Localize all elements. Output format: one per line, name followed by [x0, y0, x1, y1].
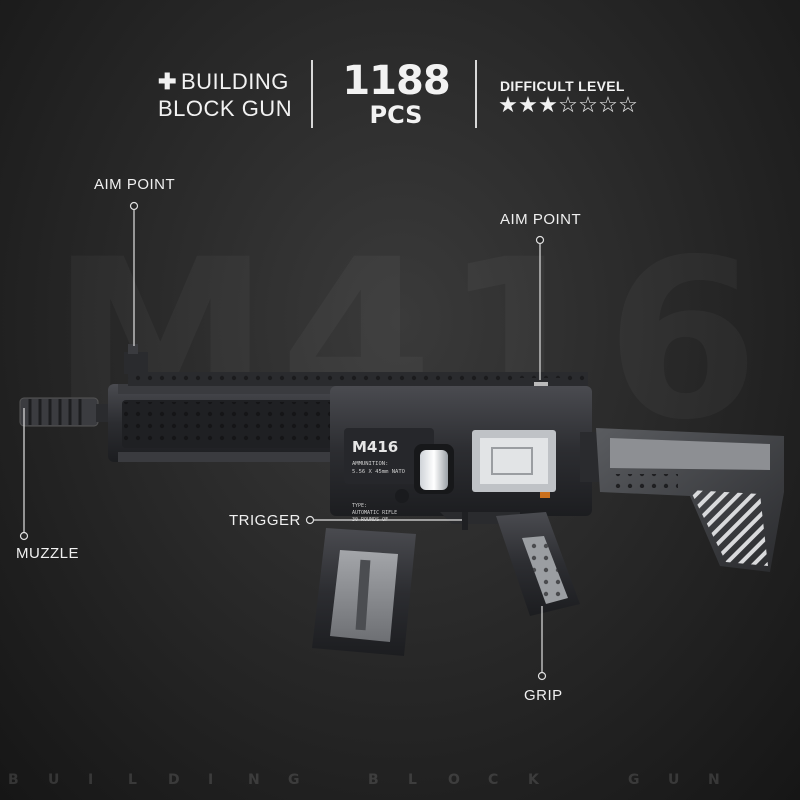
callout-trigger: TRIGGER — [229, 512, 301, 529]
divider-right — [475, 60, 477, 128]
bolt-carrier — [420, 450, 448, 490]
model-label: M416 — [352, 438, 398, 456]
footer-letter: O — [448, 772, 460, 788]
footer-letter: D — [168, 772, 180, 788]
plus-icon: ✚ — [158, 69, 177, 94]
footer-letter: N — [708, 772, 720, 788]
front-sight — [124, 344, 148, 374]
footer-letter: G — [628, 772, 640, 788]
star-empty-icon: ☆ — [598, 92, 618, 117]
callout-dot-grip — [537, 671, 547, 681]
gun-receiver: M416 AMMUNITION: 5.56 X 45mm NATO TYPE: … — [330, 386, 592, 523]
callout-dot-aim-front — [129, 201, 139, 211]
footer-letter: U — [48, 772, 60, 788]
star-empty-icon: ☆ — [578, 92, 598, 117]
gun-top-rail — [128, 372, 588, 386]
footer-letter: L — [408, 772, 417, 788]
type-line-2: AUTOMATIC RIFLE — [352, 510, 397, 516]
footer-letter: I — [88, 772, 94, 788]
star-filled-icon: ★ — [538, 92, 558, 117]
gun-stock — [580, 428, 784, 572]
gun-muzzle — [19, 397, 110, 427]
difficulty-label: DIFFICULT LEVEL — [500, 78, 625, 94]
footer-letter: B — [368, 772, 379, 788]
gun-magazine — [312, 528, 416, 656]
callout-dot-muzzle — [19, 531, 29, 541]
callout-aim-point-front: AIM POINT — [94, 176, 176, 193]
star-filled-icon: ★ — [498, 92, 518, 117]
title-line-2: BLOCK GUN — [158, 96, 293, 121]
header-banner: ✚BUILDING BLOCK GUN 1188 PCS DIFFICULT L… — [0, 0, 800, 140]
star-filled-icon: ★ — [518, 92, 538, 117]
footer-letter: L — [128, 772, 137, 788]
type-line-1: TYPE: — [352, 503, 367, 509]
footer-letter: I — [208, 772, 214, 788]
callout-dot-trigger — [305, 515, 315, 525]
footer-letter: G — [288, 772, 300, 788]
product-title: ✚BUILDING BLOCK GUN — [158, 68, 292, 122]
gun-handguard — [108, 384, 348, 462]
footer-letter: U — [668, 772, 680, 788]
plate-line-2: 5.56 X 45mm NATO — [352, 469, 405, 475]
star-empty-icon: ☆ — [558, 92, 578, 117]
callout-dot-aim-rear — [535, 235, 545, 245]
callout-aim-point-rear: AIM POINT — [500, 211, 582, 228]
piece-unit: PCS — [369, 101, 423, 129]
footer-letter: C — [488, 772, 499, 788]
footer-letter: B — [8, 772, 19, 788]
plate-line-1: AMMUNITION: — [352, 461, 388, 467]
divider-left — [311, 60, 313, 128]
difficulty-stars: ★★★☆☆☆☆ — [498, 92, 638, 118]
callout-muzzle: MUZZLE — [16, 545, 79, 562]
piece-count: 1188 — [342, 58, 450, 104]
title-line-1: BUILDING — [180, 69, 289, 94]
callout-grip: GRIP — [524, 687, 563, 704]
star-empty-icon: ☆ — [618, 92, 638, 117]
footer-letter: N — [248, 772, 260, 788]
release-lever — [540, 492, 550, 498]
footer-letter: K — [528, 772, 539, 788]
gun-grip — [496, 512, 580, 616]
